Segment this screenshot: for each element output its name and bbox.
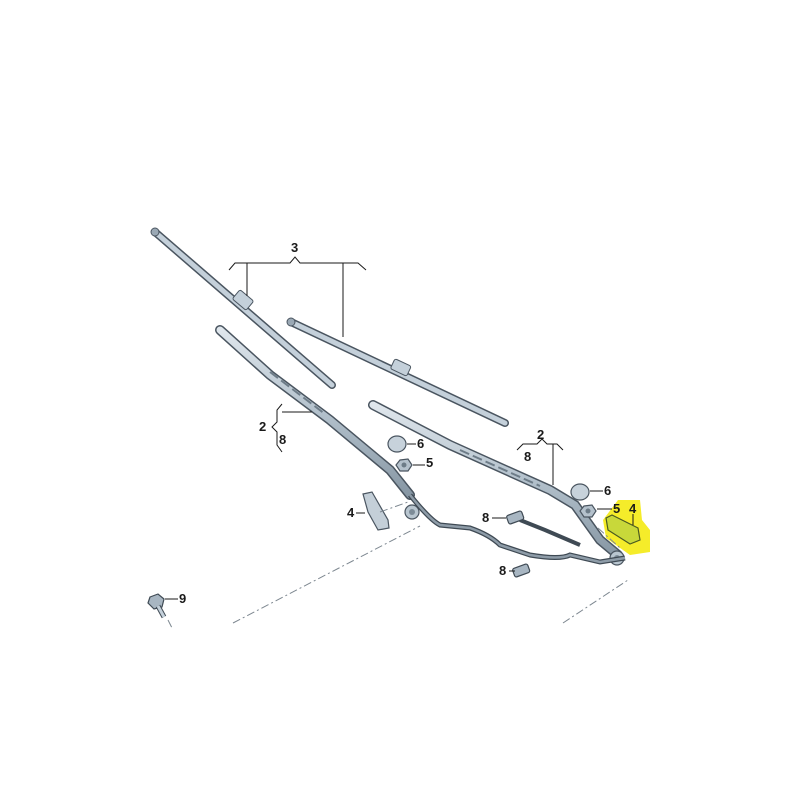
cap-right[interactable] bbox=[570, 483, 590, 501]
callout-5-left: 5 bbox=[426, 455, 433, 470]
washer-nozzle-upper[interactable] bbox=[506, 510, 525, 525]
wiper-blade-right[interactable] bbox=[286, 317, 509, 427]
assembly-lines bbox=[167, 501, 629, 629]
callout-4-right: 4 bbox=[629, 501, 637, 516]
nut-left[interactable] bbox=[395, 458, 413, 472]
leader-lines bbox=[165, 256, 634, 600]
wiper-arm-left[interactable] bbox=[215, 325, 420, 520]
callout-8-left: 8 bbox=[279, 432, 286, 447]
callout-8-mid-top: 8 bbox=[482, 510, 489, 525]
callout-9: 9 bbox=[179, 591, 186, 606]
callout-8-right: 8 bbox=[524, 449, 531, 464]
callout-3: 3 bbox=[291, 240, 298, 255]
cover-right-highlighted[interactable] bbox=[605, 514, 641, 545]
callout-2-left: 2 bbox=[259, 419, 266, 434]
bolt[interactable] bbox=[147, 593, 167, 619]
callout-8-mid-bottom: 8 bbox=[499, 563, 506, 578]
cover-left[interactable] bbox=[362, 491, 390, 531]
callout-6-right: 6 bbox=[604, 483, 611, 498]
cap-left[interactable] bbox=[387, 435, 407, 453]
washer-nozzle-lower[interactable] bbox=[512, 563, 531, 578]
callout-2-right: 2 bbox=[537, 427, 544, 442]
nut-right[interactable] bbox=[579, 504, 597, 518]
callout-4-left: 4 bbox=[347, 505, 355, 520]
washer-hose[interactable] bbox=[408, 493, 626, 565]
callout-5-right: 5 bbox=[613, 501, 620, 516]
callout-6-left: 6 bbox=[417, 436, 424, 451]
wiper-blade-left[interactable] bbox=[150, 227, 336, 389]
